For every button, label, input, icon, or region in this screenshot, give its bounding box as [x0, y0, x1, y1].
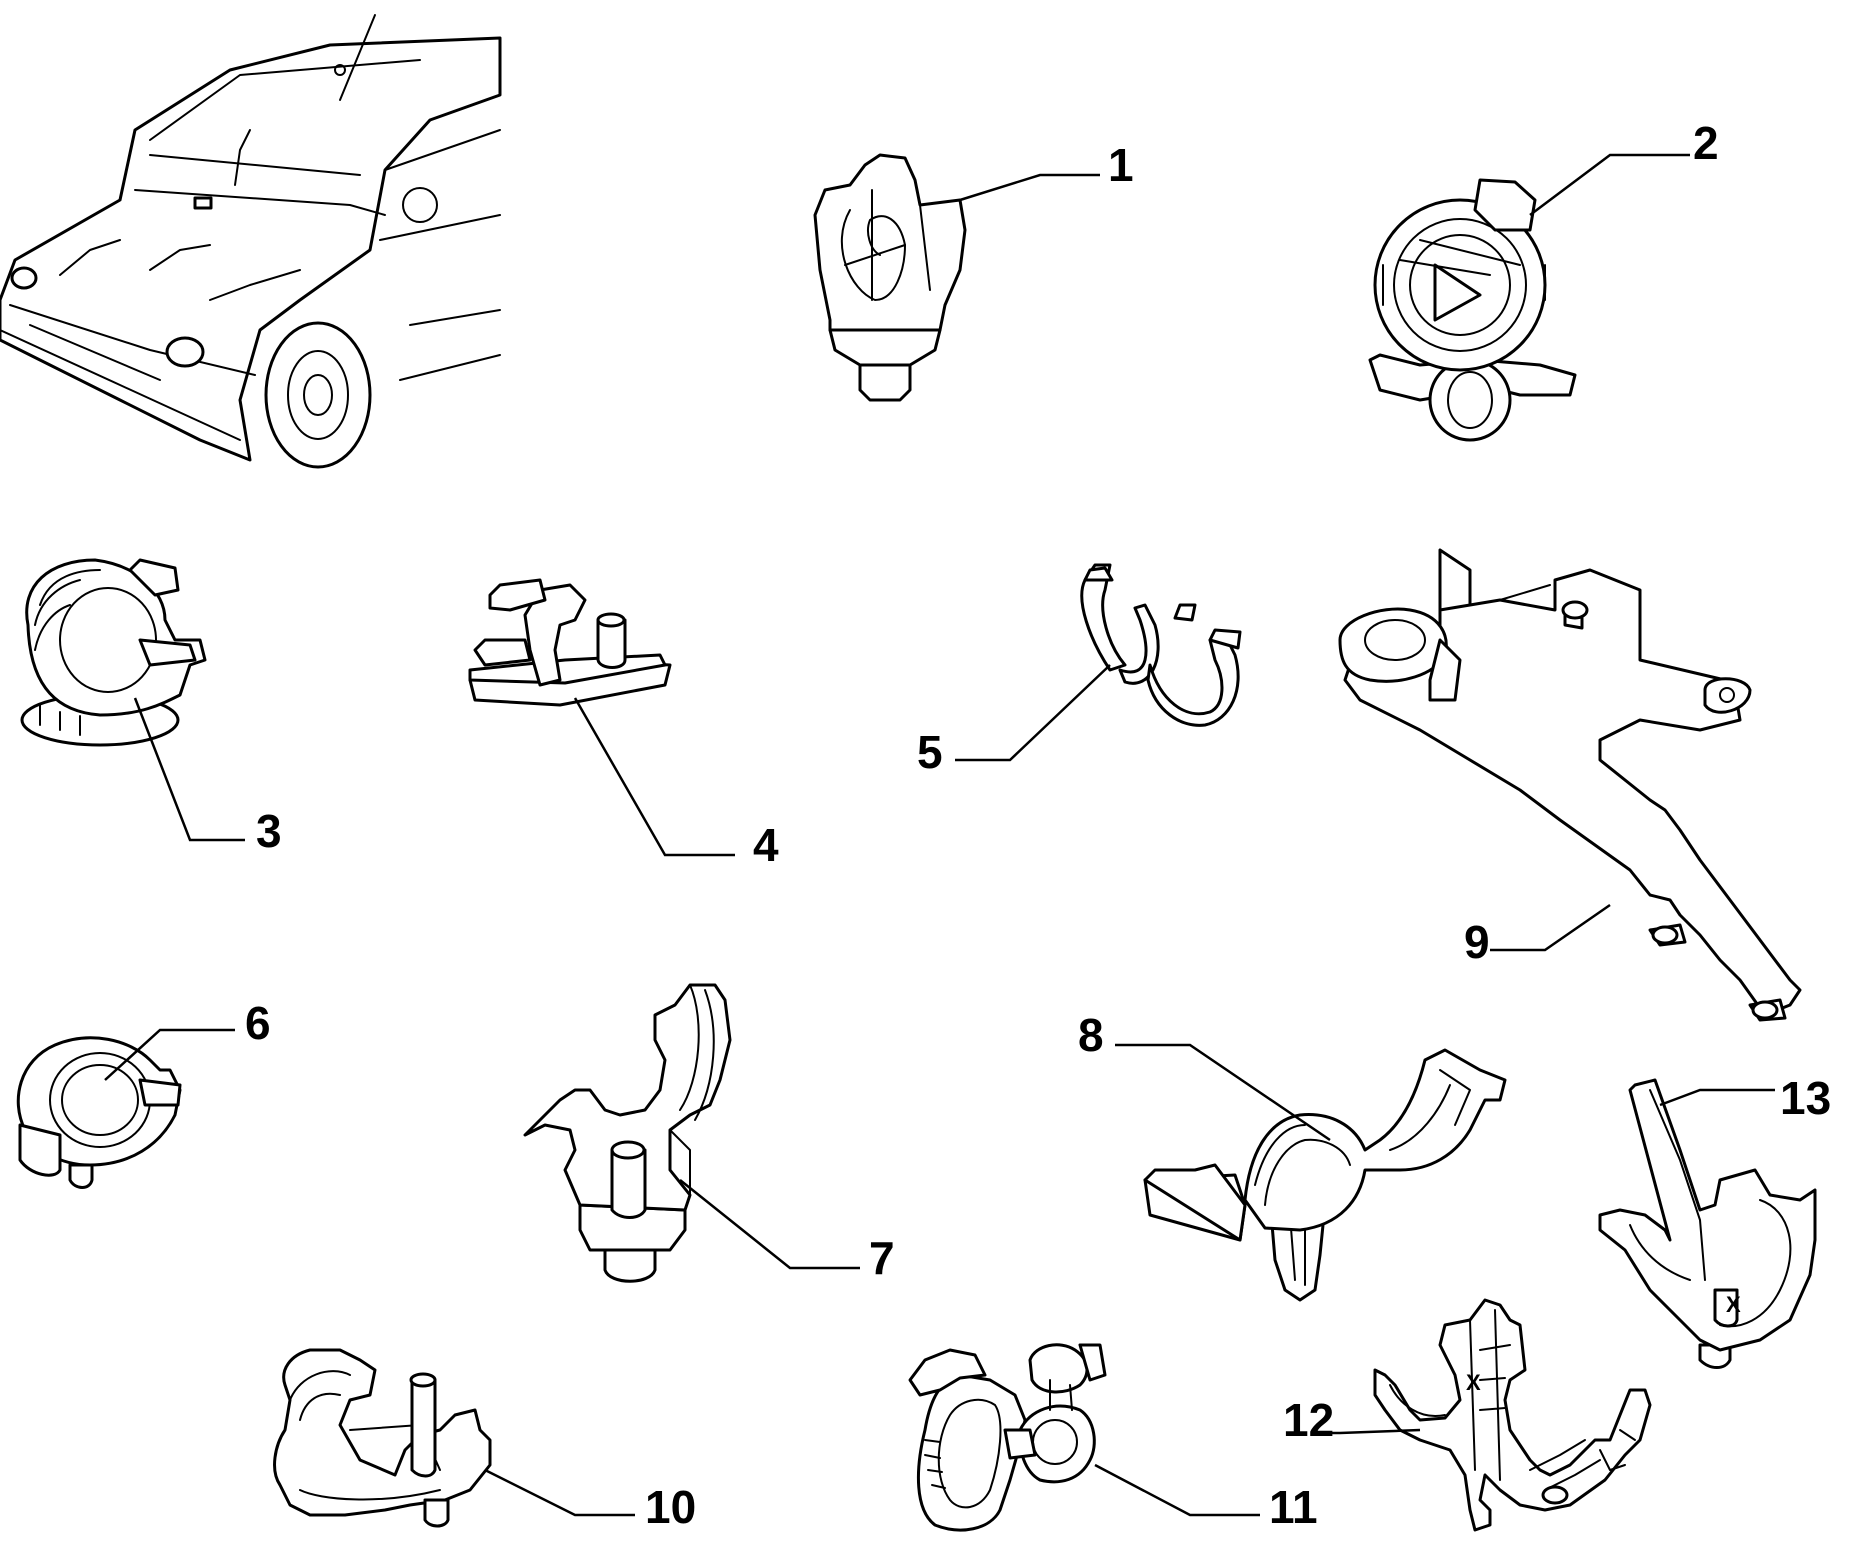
part-1-clip — [813, 153, 967, 402]
callout-13: 13 — [1780, 1072, 1832, 1124]
callout-9: 9 — [1464, 916, 1490, 968]
part-12-multi-clip — [1373, 1298, 1652, 1532]
part-4-base-clip — [468, 578, 672, 707]
callout-3: 3 — [256, 805, 282, 857]
callout-11: 11 — [1269, 1481, 1318, 1533]
part-11-double-clip — [908, 1343, 1107, 1532]
callout-2: 2 — [1693, 117, 1719, 169]
part-7-clip — [523, 983, 732, 1283]
vehicle-locator — [0, 14, 502, 469]
part-2-ring-clip — [1368, 178, 1577, 442]
part-5-double-clip — [1080, 563, 1242, 727]
leader-lines — [104, 153, 1775, 1517]
part-13-bracket-clip — [1598, 1078, 1817, 1369]
callout-4: 4 — [753, 819, 779, 871]
part-9-bracket — [1338, 548, 1802, 1022]
x-mark-part-12: X — [1466, 1370, 1481, 1395]
x-mark-part-13: X — [1726, 1292, 1741, 1317]
callout-6: 6 — [245, 997, 271, 1049]
callout-8: 8 — [1078, 1009, 1104, 1061]
part-8-clip — [1143, 1048, 1507, 1302]
callout-10: 10 — [645, 1481, 697, 1533]
callout-7: 7 — [869, 1232, 895, 1284]
part-6-ring-clip — [16, 1036, 182, 1189]
callout-1: 1 — [1108, 139, 1134, 191]
part-3-ring-clip — [20, 558, 207, 747]
callout-5: 5 — [917, 726, 943, 778]
callout-12: 12 — [1283, 1394, 1335, 1446]
part-10-clip — [273, 1348, 492, 1528]
